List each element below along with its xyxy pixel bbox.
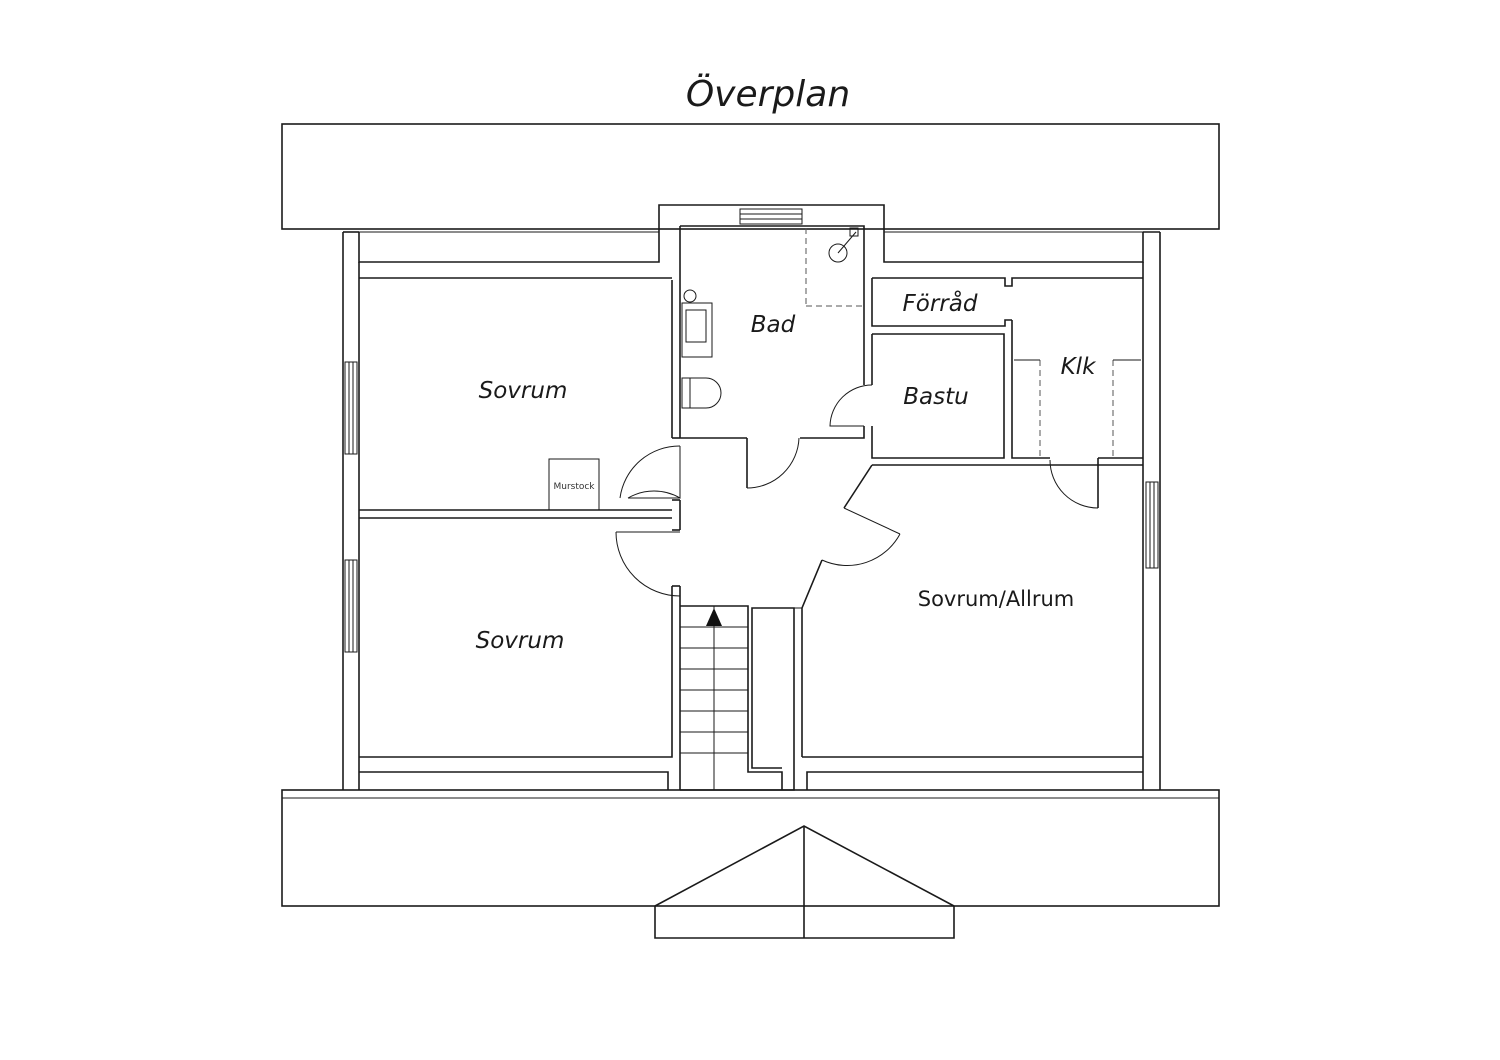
hall-walls — [615, 226, 681, 790]
room-forrad: Förråd — [871, 277, 1143, 327]
roof-top — [281, 123, 1220, 230]
room-sovrum-lower: Sovrum — [359, 586, 673, 758]
plan-title: Överplan — [686, 73, 850, 115]
room-sovrum-upper: Murstock Sovrum — [359, 277, 673, 519]
murstock-fixture — [548, 458, 600, 511]
room-label-forrad: Förråd — [903, 289, 978, 317]
shower-icon — [828, 227, 859, 263]
roof-bottom — [281, 789, 1220, 939]
room-label-sovrum-lower: Sovrum — [476, 628, 565, 654]
sink-icon — [681, 289, 713, 358]
outer-walls — [342, 204, 1161, 790]
stair-direction-arrow-icon — [706, 608, 722, 626]
window-sovrum-upper — [344, 361, 358, 455]
room-label-bastu: Bastu — [903, 384, 968, 410]
room-label-sovrum-upper: Sovrum — [479, 378, 568, 404]
toilet-icon — [681, 377, 722, 409]
room-label-bad: Bad — [751, 312, 796, 338]
room-klk: Klk — [1011, 320, 1143, 509]
window-sovrum-allrum — [1145, 481, 1159, 569]
window-bad — [739, 208, 803, 225]
room-label-klk: Klk — [1061, 354, 1097, 380]
staircase — [680, 605, 802, 791]
room-sovrum-allrum: Sovrum/Allrum — [801, 464, 1143, 758]
room-label-sovrum-allrum: Sovrum/Allrum — [918, 587, 1075, 611]
room-bastu: Bastu — [829, 333, 1005, 459]
room-bad: Bad — [680, 225, 865, 489]
murstock-label: Murstock — [553, 482, 595, 492]
window-sovrum-lower — [344, 559, 358, 653]
